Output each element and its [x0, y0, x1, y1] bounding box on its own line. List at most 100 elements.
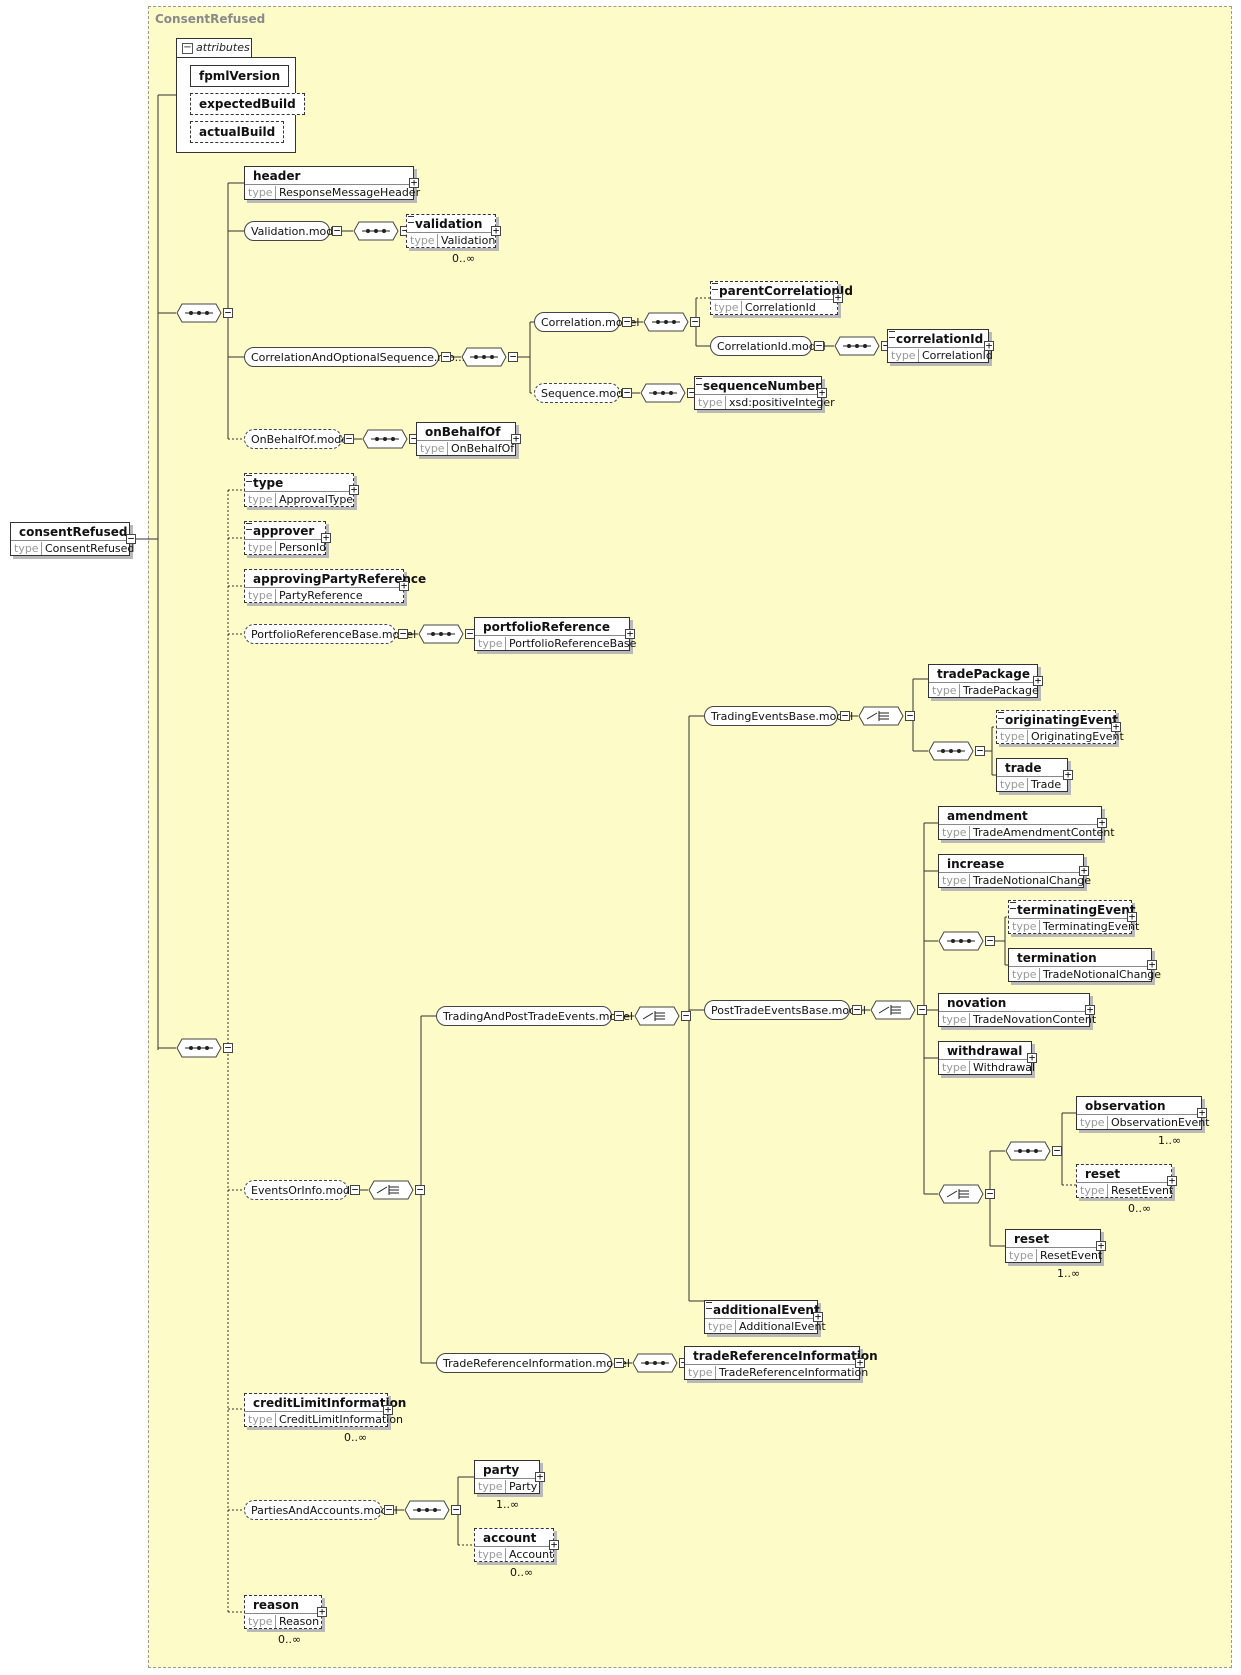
collapse-icon[interactable]: −: [840, 709, 850, 722]
expand-icon[interactable]: +: [321, 531, 331, 544]
group-model[interactable]: TradeReferenceInformation.model: [436, 1353, 630, 1373]
collapse-icon[interactable]: −: [622, 315, 632, 328]
expand-icon[interactable]: +: [491, 224, 501, 237]
attributes-tab[interactable]: − attributes: [176, 38, 252, 57]
expand-icon[interactable]: +: [399, 579, 409, 592]
attribute-expectedbuild[interactable]: expectedBuild: [190, 93, 305, 115]
group-model[interactable]: Validation.model: [244, 221, 343, 241]
expand-icon[interactable]: +: [511, 432, 521, 445]
group-model[interactable]: OnBehalfOf.model: [244, 429, 351, 449]
expand-icon[interactable]: +: [317, 1605, 327, 1618]
collapse-icon[interactable]: −: [384, 1503, 394, 1516]
sequence-compositor-icon[interactable]: [418, 624, 464, 644]
collapse-icon[interactable]: −: [451, 1503, 461, 1516]
collapse-icon[interactable]: −: [622, 386, 632, 399]
collapse-icon[interactable]: −: [614, 1009, 624, 1022]
group-model[interactable]: PartiesAndAccounts.model: [244, 1500, 398, 1520]
collapse-icon[interactable]: −: [182, 42, 193, 54]
expand-icon[interactable]: +: [1096, 1239, 1106, 1252]
collapse-icon[interactable]: −: [852, 1003, 862, 1016]
group-model[interactable]: Correlation.model: [534, 312, 639, 332]
group-model[interactable]: Sequence.model: [534, 383, 633, 403]
group-model[interactable]: TradingAndPostTradeEvents.model: [436, 1006, 633, 1026]
sequence-compositor-icon[interactable]: [640, 383, 686, 403]
sequence-compositor-icon[interactable]: [461, 347, 507, 367]
collapse-icon[interactable]: −: [985, 1187, 995, 1200]
collapse-icon[interactable]: −: [441, 350, 451, 363]
expand-icon[interactable]: +: [833, 291, 843, 304]
choice-compositor-icon[interactable]: [368, 1180, 414, 1200]
group-model[interactable]: TradingEventsBase.model: [704, 706, 853, 726]
sequence-compositor-icon[interactable]: [834, 336, 880, 356]
attribute-actualbuild[interactable]: actualBuild: [190, 121, 285, 143]
collapse-icon[interactable]: −: [814, 339, 824, 352]
collapse-icon[interactable]: −: [126, 532, 136, 545]
collapse-icon[interactable]: −: [350, 1183, 360, 1196]
collapse-icon[interactable]: −: [905, 709, 915, 722]
choice-compositor-icon[interactable]: [938, 1184, 984, 1204]
expand-icon[interactable]: +: [1085, 1003, 1095, 1016]
expand-icon[interactable]: +: [1079, 864, 1089, 877]
group-model[interactable]: EventsOrInfo.model: [244, 1180, 360, 1200]
collapse-icon[interactable]: −: [917, 1003, 927, 1016]
collapse-icon[interactable]: −: [398, 627, 408, 640]
sequence-compositor-icon[interactable]: [643, 312, 689, 332]
sequence-compositor-icon[interactable]: [176, 303, 222, 323]
sequence-compositor-icon[interactable]: [362, 429, 408, 449]
sequence-compositor-icon[interactable]: [938, 931, 984, 951]
choice-compositor-icon[interactable]: [858, 706, 904, 726]
expand-icon[interactable]: +: [349, 483, 359, 496]
expand-icon[interactable]: +: [1147, 958, 1157, 971]
expand-icon[interactable]: +: [813, 1310, 823, 1323]
collapse-icon[interactable]: −: [690, 315, 700, 328]
choice-compositor-icon[interactable]: [634, 1006, 680, 1026]
collapse-icon[interactable]: −: [985, 934, 995, 947]
group-model[interactable]: PostTradeEventsBase.model: [704, 1000, 866, 1020]
group-model[interactable]: CorrelationId.model: [710, 336, 826, 356]
sequence-compositor-icon[interactable]: [1005, 1141, 1051, 1161]
sequence-compositor-icon[interactable]: [176, 1038, 222, 1058]
expand-icon[interactable]: +: [549, 1538, 559, 1551]
expand-icon[interactable]: +: [1033, 674, 1043, 687]
collapse-icon[interactable]: −: [332, 224, 342, 237]
attribute-fpmlversion[interactable]: fpmlVersion: [190, 65, 290, 87]
expand-icon[interactable]: +: [1063, 768, 1073, 781]
expand-icon[interactable]: +: [535, 1470, 545, 1483]
expand-icon[interactable]: +: [383, 1403, 393, 1416]
collapse-icon[interactable]: −: [344, 432, 354, 445]
expand-icon[interactable]: +: [817, 386, 827, 399]
expand-icon[interactable]: +: [1167, 1174, 1177, 1187]
collapse-icon[interactable]: −: [415, 1183, 425, 1196]
collapse-icon[interactable]: −: [223, 1041, 233, 1054]
sequence-compositor-icon[interactable]: [928, 741, 974, 761]
expand-icon[interactable]: +: [1111, 720, 1121, 733]
group-model[interactable]: CorrelationAndOptionalSequence.mo...: [244, 347, 465, 367]
sequence-compositor-icon[interactable]: [632, 1353, 678, 1373]
expand-icon[interactable]: +: [409, 176, 419, 189]
